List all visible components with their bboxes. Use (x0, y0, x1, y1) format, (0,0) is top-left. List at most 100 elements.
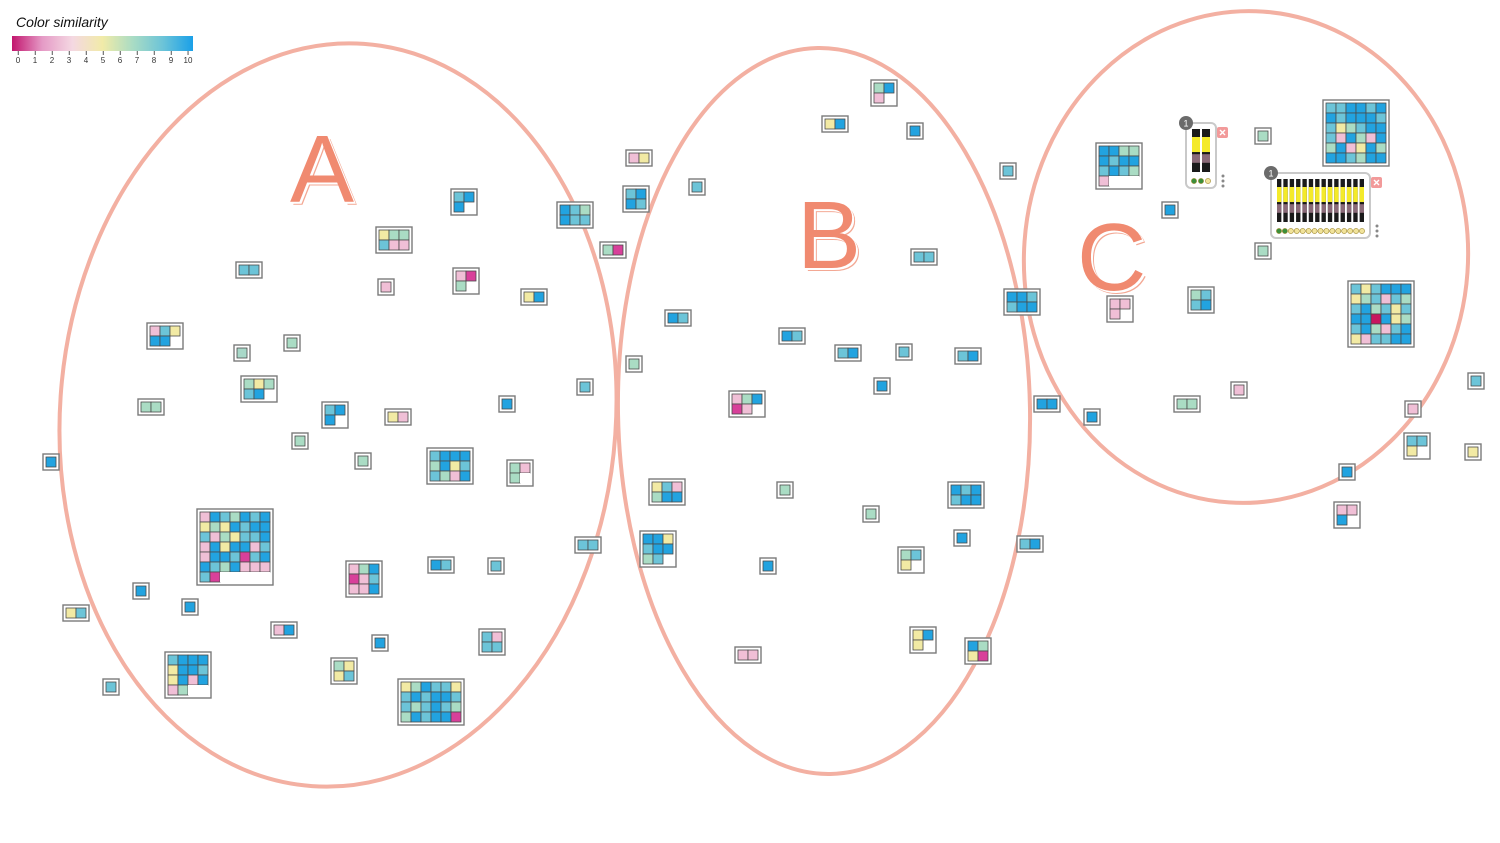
image-cluster-glyph[interactable] (498, 395, 516, 413)
image-cluster-glyph[interactable] (270, 621, 298, 639)
strip-dot[interactable] (1311, 228, 1318, 234)
strip-dot[interactable] (1305, 228, 1312, 234)
image-cluster-glyph[interactable] (728, 390, 766, 418)
kebab-menu-icon[interactable] (1375, 229, 1379, 233)
image-cluster-glyph[interactable] (964, 637, 992, 665)
image-cluster-glyph[interactable] (1333, 501, 1361, 529)
image-cluster-glyph[interactable] (1347, 280, 1415, 348)
image-cluster-glyph[interactable] (870, 79, 898, 107)
image-cluster-glyph[interactable] (371, 634, 389, 652)
image-cluster-glyph[interactable] (664, 309, 692, 327)
image-cluster-glyph[interactable] (146, 322, 184, 350)
image-cluster-glyph[interactable] (953, 529, 971, 547)
image-cluster-glyph[interactable] (778, 327, 806, 345)
kebab-menu-icon[interactable] (1221, 179, 1225, 183)
strip-dot[interactable] (1323, 228, 1330, 234)
image-cluster-glyph[interactable] (520, 288, 548, 306)
image-cluster-glyph[interactable] (450, 188, 478, 216)
image-cluster-glyph[interactable] (834, 344, 862, 362)
image-cluster-glyph[interactable] (487, 557, 505, 575)
strip-dot[interactable] (1205, 178, 1211, 184)
image-cluster-glyph[interactable] (909, 626, 937, 654)
image-cluster-glyph[interactable] (1106, 295, 1134, 323)
image-cluster-glyph[interactable] (235, 261, 263, 279)
kebab-menu-icon[interactable] (1221, 174, 1225, 178)
image-cluster-glyph[interactable] (897, 546, 925, 574)
strip-dot[interactable] (1198, 178, 1204, 184)
image-cluster-glyph[interactable] (688, 178, 706, 196)
image-cluster-glyph[interactable] (233, 344, 251, 362)
image-cluster-glyph[interactable] (1464, 443, 1482, 461)
kebab-menu-icon[interactable] (1221, 184, 1225, 188)
image-cluster-glyph[interactable] (999, 162, 1017, 180)
image-cluster-glyph[interactable] (196, 508, 274, 586)
image-cluster-glyph[interactable] (345, 560, 383, 598)
image-cluster-glyph[interactable] (625, 355, 643, 373)
image-cluster-glyph[interactable] (102, 678, 120, 696)
image-cluster-glyph[interactable] (354, 452, 372, 470)
image-cluster-glyph[interactable] (1254, 242, 1272, 260)
image-cluster-glyph[interactable] (506, 459, 534, 487)
kebab-menu-icon[interactable] (1375, 234, 1379, 238)
image-cluster-glyph[interactable] (625, 149, 653, 167)
image-cluster-glyph[interactable] (1083, 408, 1101, 426)
image-cluster-glyph[interactable] (137, 398, 165, 416)
image-cluster-glyph[interactable] (574, 536, 602, 554)
strip-dot[interactable] (1335, 228, 1342, 234)
image-cluster-glyph[interactable] (426, 447, 474, 485)
image-cluster-glyph[interactable] (42, 453, 60, 471)
image-cluster-glyph[interactable] (1254, 127, 1272, 145)
image-cluster-glyph[interactable] (622, 185, 650, 213)
strip-dot[interactable] (1341, 228, 1348, 234)
image-cluster-glyph[interactable] (821, 115, 849, 133)
image-cluster-glyph[interactable] (1467, 372, 1485, 390)
image-cluster-glyph[interactable] (181, 598, 199, 616)
image-cluster-glyph[interactable] (1173, 395, 1201, 413)
image-cluster-glyph[interactable] (895, 343, 913, 361)
strip-dot[interactable] (1359, 228, 1365, 234)
image-cluster-glyph[interactable] (62, 604, 90, 622)
image-cluster-glyph[interactable] (576, 378, 594, 396)
image-cluster-glyph[interactable] (1322, 99, 1390, 167)
image-cluster-glyph[interactable] (427, 556, 455, 574)
strip-dot[interactable] (1276, 228, 1282, 234)
image-cluster-glyph[interactable] (599, 241, 627, 259)
strip-dot[interactable] (1299, 228, 1306, 234)
image-cluster-glyph[interactable] (556, 201, 594, 229)
image-cluster-glyph[interactable] (375, 226, 413, 254)
image-cluster-glyph[interactable] (1404, 400, 1422, 418)
image-cluster-glyph[interactable] (377, 278, 395, 296)
image-cluster-glyph[interactable] (954, 347, 982, 365)
image-strip-panel[interactable]: 1 (1179, 116, 1228, 189)
image-cluster-glyph[interactable] (1403, 432, 1431, 460)
strip-dot[interactable] (1282, 228, 1288, 234)
image-cluster-glyph[interactable] (1338, 463, 1356, 481)
image-cluster-glyph[interactable] (240, 375, 278, 403)
image-cluster-glyph[interactable] (734, 646, 762, 664)
image-cluster-glyph[interactable] (283, 334, 301, 352)
image-cluster-glyph[interactable] (947, 481, 985, 509)
image-cluster-glyph[interactable] (384, 408, 412, 426)
image-cluster-glyph[interactable] (910, 248, 938, 266)
image-cluster-glyph[interactable] (873, 377, 891, 395)
image-cluster-glyph[interactable] (1033, 395, 1061, 413)
strip-dot[interactable] (1329, 228, 1336, 234)
image-cluster-glyph[interactable] (1161, 201, 1179, 219)
image-cluster-glyph[interactable] (906, 122, 924, 140)
image-strip-panel[interactable]: 1 (1264, 166, 1382, 239)
strip-dot[interactable] (1191, 178, 1197, 184)
image-cluster-glyph[interactable] (132, 582, 150, 600)
strip-dot[interactable] (1317, 228, 1324, 234)
image-cluster-glyph[interactable] (452, 267, 480, 295)
image-cluster-glyph[interactable] (291, 432, 309, 450)
strip-dot[interactable] (1353, 228, 1359, 234)
image-cluster-glyph[interactable] (1187, 286, 1215, 314)
image-cluster-glyph[interactable] (1230, 381, 1248, 399)
image-cluster-glyph[interactable] (639, 530, 677, 568)
strip-dot[interactable] (1293, 228, 1300, 234)
image-cluster-glyph[interactable] (1095, 142, 1143, 190)
image-cluster-glyph[interactable] (330, 657, 358, 685)
image-cluster-glyph[interactable] (776, 481, 794, 499)
kebab-menu-icon[interactable] (1375, 224, 1379, 228)
image-cluster-glyph[interactable] (759, 557, 777, 575)
